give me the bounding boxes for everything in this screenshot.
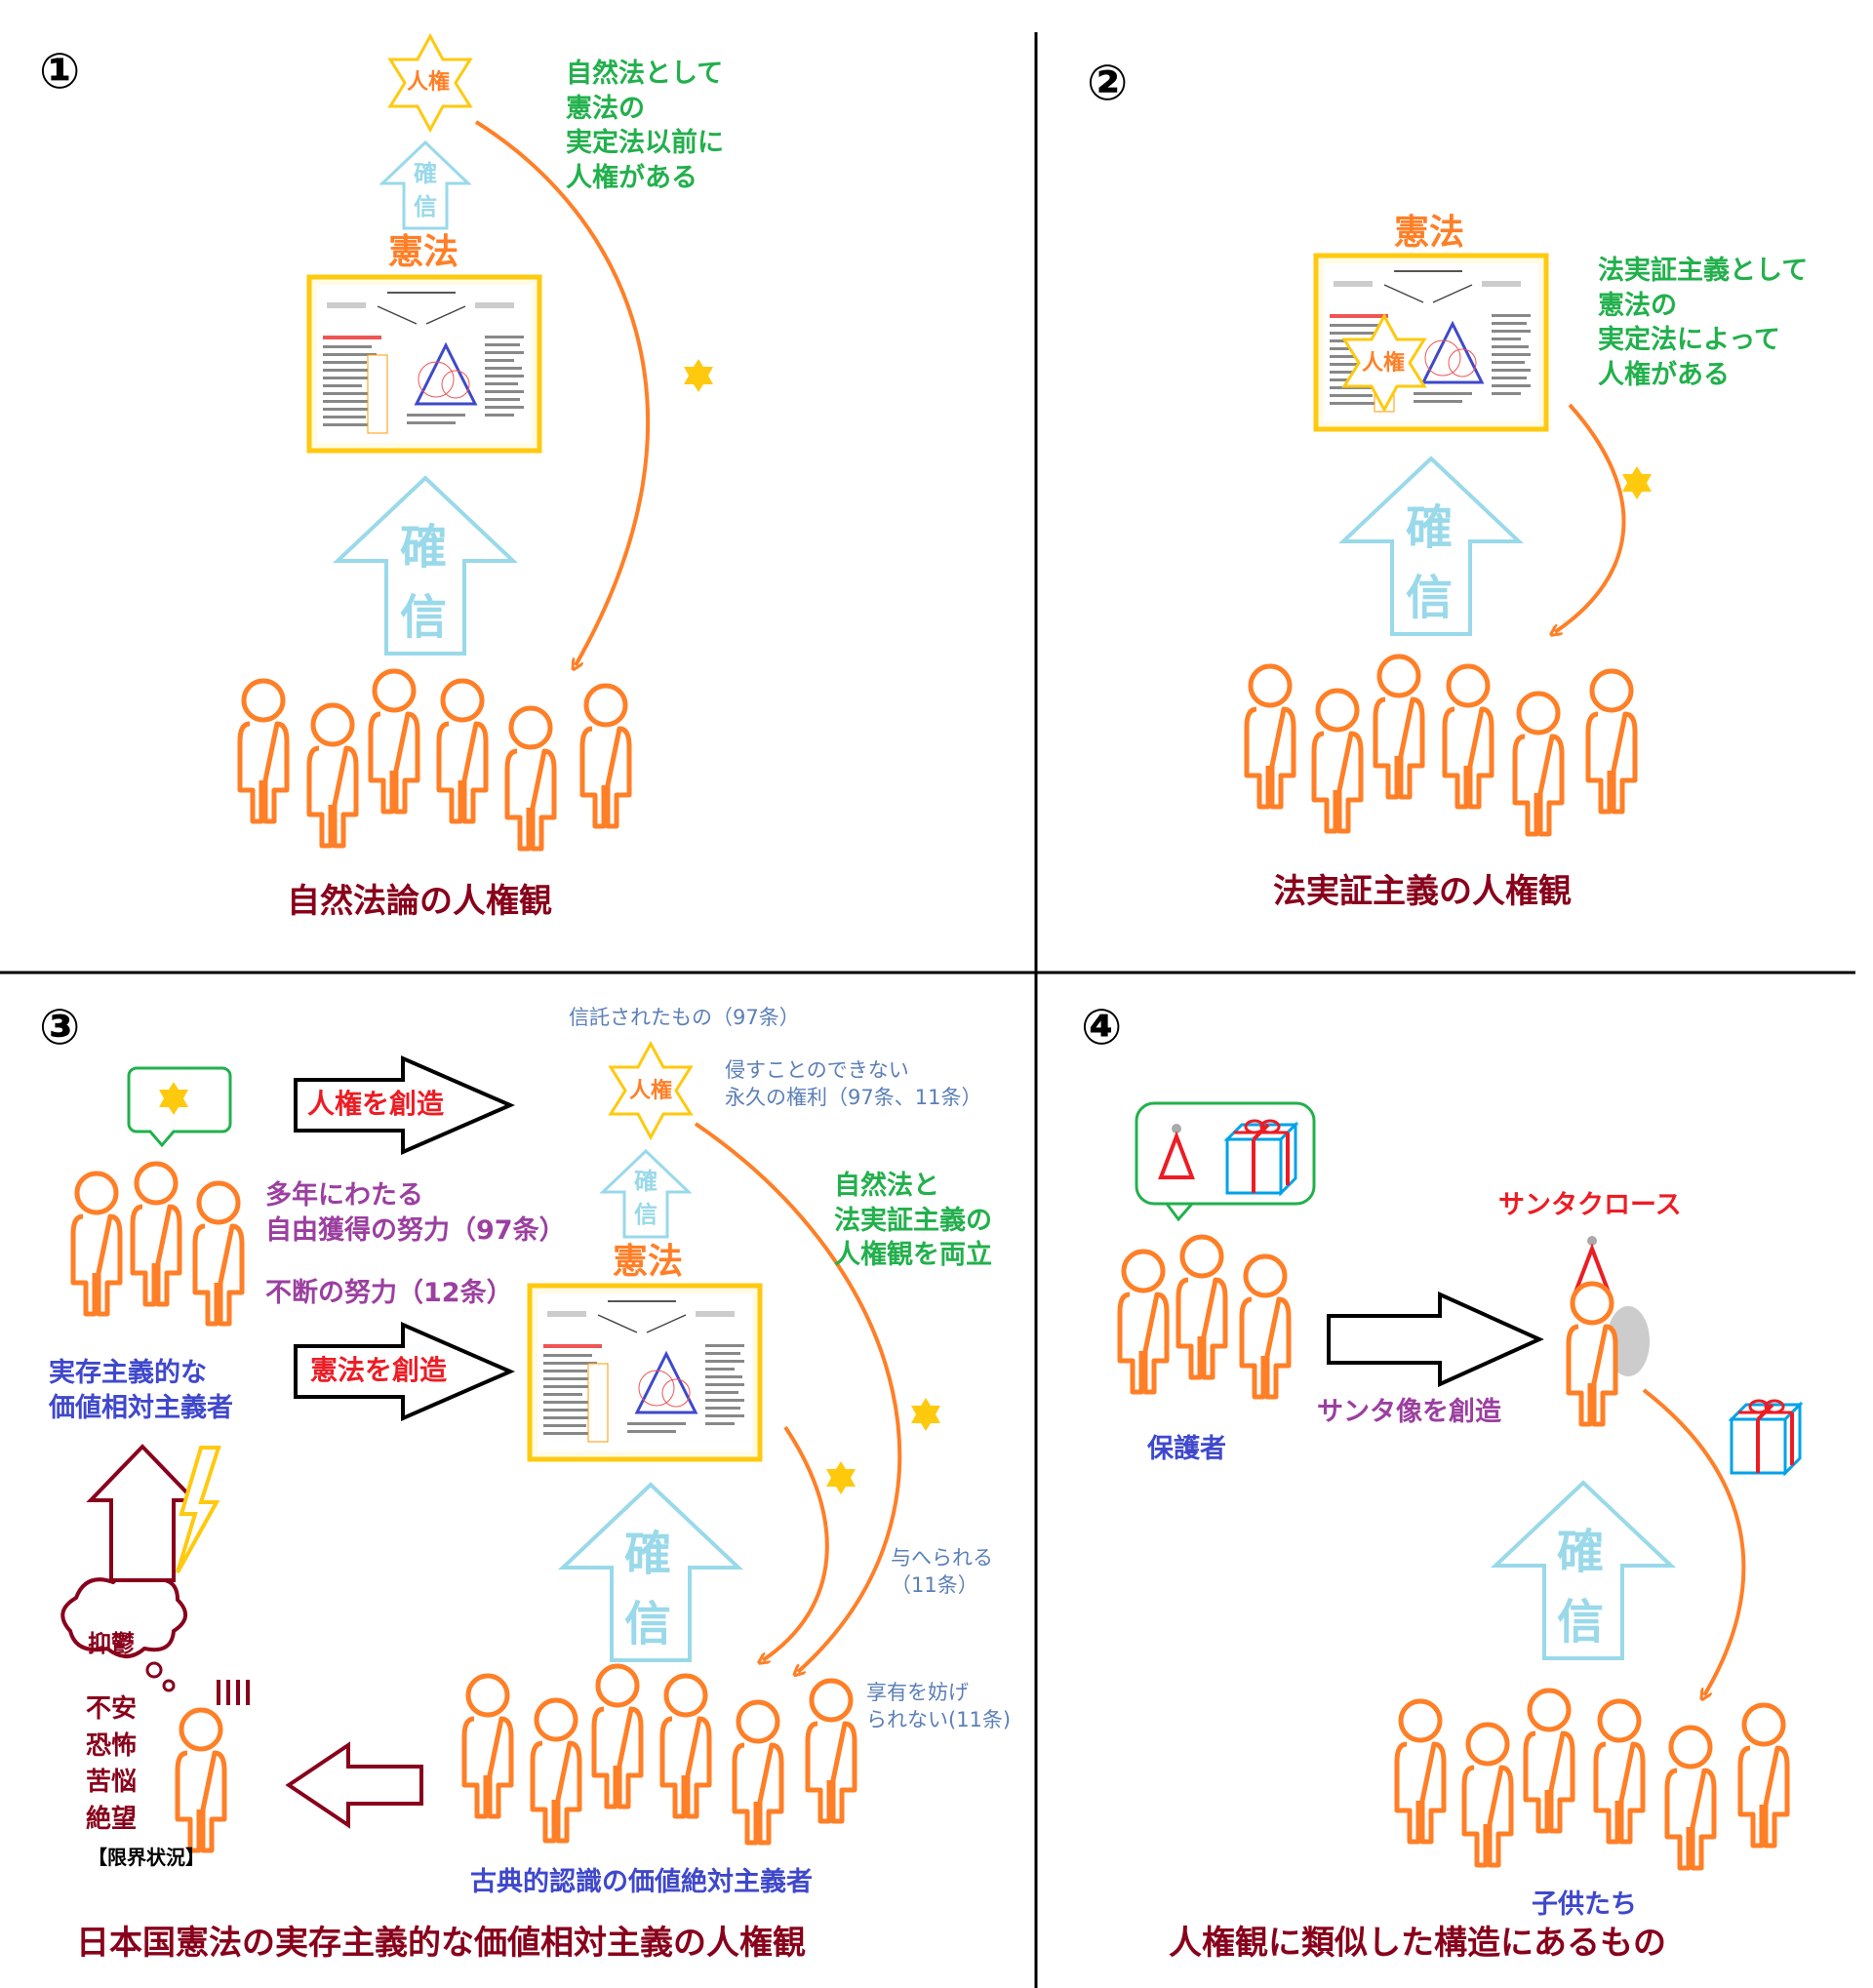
panel4-graphics — [1120, 1101, 1802, 1868]
rights-flow-arrow-outer — [694, 1122, 902, 1672]
panel2-constitution-label: 憲法 — [1394, 213, 1465, 253]
panel1-graphics — [240, 34, 713, 849]
panel1-small-arrow-char2: 信 — [414, 193, 437, 220]
panel3-small-arrow-char1: 確 — [634, 1168, 658, 1195]
panel1-star-label: 人権 — [407, 70, 451, 95]
relativist-people — [73, 1164, 242, 1324]
people-group — [240, 671, 629, 849]
rights-flow-arrow — [474, 120, 650, 665]
small-star-icon — [1622, 466, 1652, 499]
panel1-constitution-label: 憲法 — [388, 232, 459, 272]
fall-into-limit-arrow — [285, 1741, 423, 1829]
small-star-icon — [684, 359, 713, 392]
create-santa-arrow — [1327, 1291, 1544, 1388]
panel1-big-arrow-char1: 確 — [400, 520, 448, 575]
panel2-star-label: 人権 — [1362, 351, 1406, 376]
small-star-icon — [911, 1398, 940, 1431]
guardian-people — [1120, 1237, 1289, 1397]
santa-figure — [1569, 1284, 1615, 1424]
panel3-given: 与へられる （11条） — [891, 1546, 993, 1597]
panel3-trust: 信託されたもの（97条） — [569, 1006, 800, 1029]
depression-cloud — [60, 1571, 187, 1658]
panel3-effort1: 多年にわたる 自由獲得の努力（97条） — [265, 1180, 566, 1246]
panel3-big-arrow-char1: 確 — [624, 1527, 672, 1581]
people-group — [1247, 656, 1635, 834]
panel2-big-arrow-char2: 信 — [1406, 571, 1454, 625]
panel4-santa: サンタクロース — [1498, 1190, 1682, 1220]
create-constitution-arrow — [294, 1321, 516, 1422]
lightning-icon — [176, 1446, 221, 1573]
panel3-depression: 抑鬱 — [88, 1630, 135, 1657]
rights-flow-arrow-inner — [763, 1425, 829, 1660]
panel4-big-arrow-char1: 確 — [1557, 1525, 1605, 1579]
panel3-graphics — [60, 1042, 940, 1850]
panel3-arrow1-label: 人権を創造 — [307, 1088, 445, 1120]
panel3-both: 自然法と 法実証主義の 人権観を両立 — [834, 1171, 992, 1271]
constitution-document — [530, 1286, 760, 1459]
panel1-big-arrow-char2: 信 — [400, 590, 448, 645]
create-rights-arrow — [294, 1054, 516, 1156]
tremble-lines — [217, 1680, 250, 1705]
panel3-relativist: 実存主義的な 価値相対主義者 — [49, 1358, 233, 1423]
panel2-big-arrow-char1: 確 — [1406, 500, 1454, 555]
children-people — [1397, 1690, 1787, 1868]
panel4-number: ④ — [1081, 999, 1123, 1055]
panel3-anxieties: 不安 恐怖 苦悩 絶望 — [86, 1694, 138, 1835]
panel3-enjoy: 享有を妨げ られない(11条) — [866, 1681, 1012, 1731]
panel3-star-label: 人権 — [629, 1079, 673, 1103]
panel4-guardians: 保護者 — [1147, 1434, 1226, 1464]
small-star-icon — [826, 1461, 856, 1494]
panel2-note: 法実証主義として 憲法の 実定法によって 人権がある — [1598, 256, 1809, 390]
panel2-title: 法実証主義の人権観 — [1273, 872, 1572, 911]
constitution-document — [309, 277, 539, 451]
panel3-effort2: 不断の努力（12条） — [265, 1278, 513, 1308]
panel4-title: 人権観に類似した構造にあるもの — [1169, 1924, 1666, 1963]
panel4-children: 子供たち — [1532, 1889, 1637, 1920]
panel3-small-arrow-char2: 信 — [634, 1201, 658, 1228]
absolutist-people — [464, 1666, 855, 1843]
panel3-limit-situation: 【限界状況】 — [88, 1846, 205, 1869]
panel2-graphics — [1247, 256, 1652, 834]
gift-box-icon — [1225, 1119, 1297, 1195]
panel3-absolutist: 古典的認識の価値絶対主義者 — [470, 1867, 813, 1897]
rights-flow-arrow — [1555, 403, 1626, 632]
panel2-number: ② — [1087, 55, 1129, 111]
panel4-create-santa: サンタ像を創造 — [1317, 1397, 1501, 1427]
gift-flow-arrow — [1642, 1388, 1746, 1695]
lone-person — [178, 1710, 224, 1850]
panel1-title: 自然法論の人権観 — [287, 882, 552, 921]
panel3-number: ③ — [39, 999, 81, 1055]
panel4-big-arrow-char2: 信 — [1557, 1595, 1605, 1650]
panel3-arrow2-label: 憲法を創造 — [310, 1354, 448, 1386]
panel1-number: ① — [39, 43, 81, 99]
gift-box-icon — [1730, 1399, 1802, 1475]
panel3-inviolable: 侵すことのできない 永久の権利（97条、11条） — [725, 1058, 982, 1109]
panel1-note: 自然法として 憲法の 実定法以前に 人権がある — [566, 59, 724, 193]
panel3-constitution-label: 憲法 — [613, 1242, 684, 1282]
panel3-big-arrow-char2: 信 — [624, 1597, 672, 1651]
panel1-small-arrow-char1: 確 — [414, 160, 437, 187]
panel3-title: 日本国憲法の実存主義的な価値相対主義の人権観 — [76, 1924, 806, 1963]
awakening-arrow — [86, 1444, 199, 1582]
